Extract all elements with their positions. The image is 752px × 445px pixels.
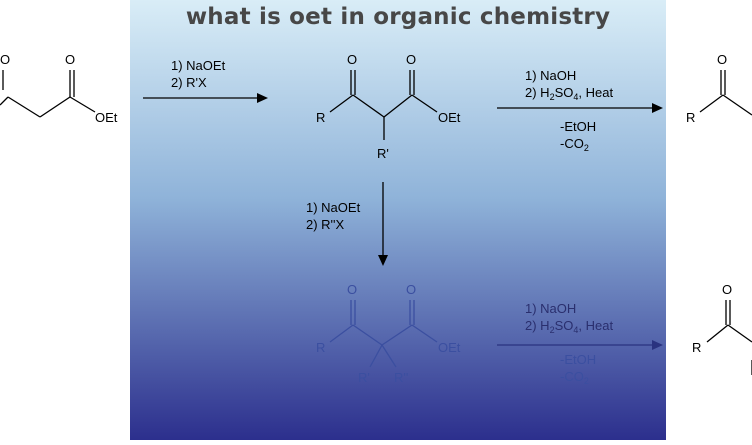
ketone1-o-label: O (717, 52, 727, 67)
ketone2-r-label: R (692, 340, 701, 355)
arrow-step2-head (652, 103, 663, 113)
step4-reagent-1: 1) NaOH (525, 301, 576, 316)
start-oet-label: OEt (95, 110, 118, 125)
arrow-step1-head (257, 93, 268, 103)
ketone-product-1 (699, 70, 752, 116)
start-o2-label: O (65, 52, 75, 67)
arrow-step4-head (652, 340, 663, 350)
step2-loss-2: -CO2 (560, 136, 589, 153)
step1-reagent-2: 2) R'X (171, 75, 207, 90)
mono-alkylated-ketoester (329, 70, 438, 140)
step2-loss-1: -EtOH (560, 119, 596, 134)
di-r-double-prime-label: R'' (394, 370, 408, 385)
step3-reagent-2: 2) R''X (306, 217, 345, 232)
mono-oet-label: OEt (438, 110, 461, 125)
mono-r-prime-label: R' (377, 146, 389, 161)
ketone-product-2 (706, 300, 752, 375)
step3-reagent-1: 1) NaOEt (306, 200, 361, 215)
ketone1-r-label: R (686, 110, 695, 125)
ketone2-o-label: O (722, 282, 732, 297)
step1-reagent-1: 1) NaOEt (171, 58, 226, 73)
step4-loss-2: -CO2 (560, 369, 589, 386)
page-title: what is oet in organic chemistry (185, 4, 611, 30)
gradient-panel (130, 0, 666, 440)
di-alkylated-ketoester (329, 300, 438, 368)
step4-reagent-2: 2) H2SO4, Heat (525, 318, 613, 335)
di-r-prime-label: R' (358, 370, 370, 385)
start-o1-label: O (0, 52, 10, 67)
di-o1-label: O (347, 282, 357, 297)
di-o2-label: O (406, 282, 416, 297)
starting-material-ethyl-acetoacetate (0, 70, 96, 118)
di-oet-label: OEt (438, 340, 461, 355)
mono-r-label: R (316, 110, 325, 125)
mono-o2-label: O (406, 52, 416, 67)
arrow-step3-head (378, 255, 388, 266)
step2-reagent-2: 2) H2SO4, Heat (525, 85, 613, 102)
mono-o1-label: O (347, 52, 357, 67)
step4-loss-1: -EtOH (560, 352, 596, 367)
step2-reagent-1: 1) NaOH (525, 68, 576, 83)
di-r-label: R (316, 340, 325, 355)
